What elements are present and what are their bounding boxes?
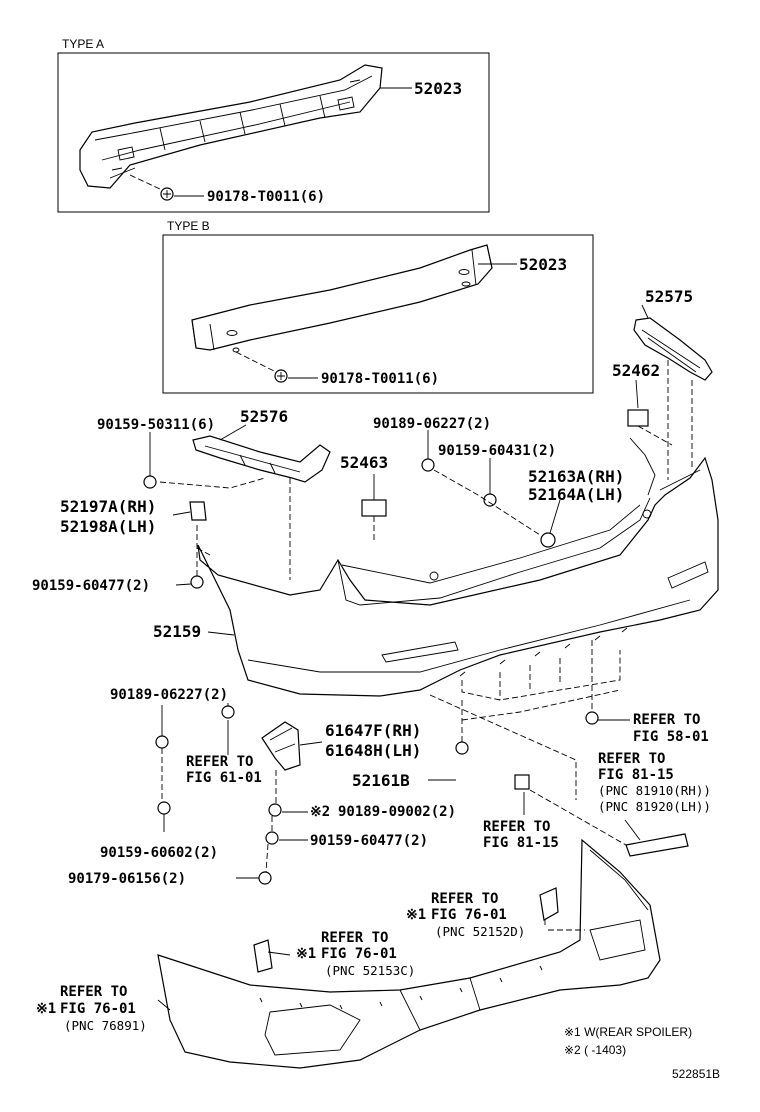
- diagram-id: 522851B: [672, 1067, 720, 1081]
- label-fig-58-01: FIG 58-01: [633, 729, 709, 745]
- label-refer-to-81-low: REFER TO: [483, 819, 550, 835]
- screw-52161b-icon: [455, 741, 469, 755]
- label-pnc-81910: (PNC 81910(RH)): [598, 783, 711, 798]
- type-a-label: TYPE A: [62, 37, 104, 51]
- type-b-reinforcement-drawing: [191, 244, 493, 353]
- type-b-section: TYPE B 52023 90178-T0011(6): [162, 219, 594, 394]
- type-b-frame: [162, 234, 594, 394]
- label-90159-60477-left: 90159-60477(2): [32, 578, 150, 594]
- label-90189-06227-top: 90189-06227(2): [373, 416, 491, 432]
- screw-90159-50311-icon: [143, 475, 157, 489]
- label-90189-09002: 90189-09002(2): [338, 804, 456, 820]
- label-52576: 52576: [240, 407, 288, 426]
- label-52198a-lh: 52198A(LH): [60, 517, 156, 536]
- plug-52163a-icon: [540, 532, 556, 548]
- label-fig-81-15-low: FIG 81-15: [483, 835, 559, 851]
- label-fig-76-01-e: FIG 76-01: [431, 907, 507, 923]
- label-90179-06156: 90179-06156(2): [68, 871, 186, 887]
- label-mark1-f: ※1: [296, 946, 316, 962]
- clip-52153c-drawing: [253, 939, 273, 973]
- retainer-52197a-icon: [189, 501, 207, 521]
- nut-refer-81-15-icon: [514, 774, 530, 790]
- label-pnc-52152d: (PNC 52152D): [435, 924, 525, 939]
- bracket-61647f-drawing: [261, 721, 301, 771]
- label-90159-50311: 90159-50311(6): [97, 417, 215, 433]
- label-52023-type-a: 52023: [414, 79, 462, 98]
- label-mark1-g: ※1: [36, 1001, 56, 1017]
- type-a-frame: [57, 52, 490, 213]
- label-pnc-76891: (PNC 76891): [64, 1018, 147, 1033]
- screw-90159-60602-icon: [157, 801, 171, 815]
- label-mark2: ※2: [310, 804, 330, 820]
- label-fig-61-01: FIG 61-01: [186, 770, 262, 786]
- label-90178-t0011-type-a: 90178-T0011(6): [207, 189, 325, 205]
- assembly-dash-lines: [159, 360, 693, 931]
- label-52163a-rh: 52163A(RH): [528, 467, 624, 486]
- note-2: ※2 ( -1403): [564, 1043, 626, 1057]
- pad-52462-icon: [627, 409, 649, 427]
- label-refer-to-58: REFER TO: [633, 712, 700, 728]
- label-90178-t0011-type-b: 90178-T0011(6): [321, 371, 439, 387]
- label-fig-76-01-g: FIG 76-01: [60, 1001, 136, 1017]
- pad-52463-icon: [361, 499, 387, 517]
- leader-lines: [149, 304, 649, 1011]
- label-52462: 52462: [612, 361, 660, 380]
- label-52575: 52575: [645, 287, 693, 306]
- label-refer-to-76-f: REFER TO: [321, 930, 388, 946]
- label-52164a-lh: 52164A(LH): [528, 485, 624, 504]
- clip-90189-06227-low-icon: [221, 705, 235, 719]
- bracket-52576-drawing: [192, 435, 331, 483]
- note-1: ※1 W(REAR SPOILER): [564, 1025, 692, 1039]
- type-a-reinforcement-drawing: [79, 64, 383, 189]
- label-52197a-rh: 52197A(RH): [60, 497, 156, 516]
- label-refer-to-76-e: REFER TO: [431, 891, 498, 907]
- label-52023-type-b: 52023: [519, 255, 567, 274]
- label-90159-60431: 90159-60431(2): [438, 443, 556, 459]
- clip-90189-06227-top-icon: [421, 458, 435, 472]
- type-b-label: TYPE B: [167, 219, 210, 233]
- label-refer-to-76-g: REFER TO: [60, 984, 127, 1000]
- clip-52152d-drawing: [539, 887, 559, 921]
- label-52159: 52159: [153, 622, 201, 641]
- label-mark1-e: ※1: [406, 907, 426, 923]
- screw-90159-60477-left-icon: [190, 575, 204, 589]
- bracket-52575-drawing: [633, 317, 713, 381]
- rear-spoiler-drawing: [157, 838, 661, 1069]
- rear-bumper-cover-drawing: [197, 437, 719, 697]
- type-a-section: TYPE A 52023 90178-T0011(6): [57, 37, 490, 213]
- label-90159-60602: 90159-60602(2): [100, 845, 218, 861]
- label-52463: 52463: [340, 453, 388, 472]
- clip-90189-06227-left-icon: [155, 735, 169, 749]
- nut-90189-09002-icon: [268, 803, 282, 817]
- label-90159-60477-low: 90159-60477(2): [310, 833, 428, 849]
- screw-90159-60477-low-icon: [265, 831, 279, 845]
- label-fig-76-01-f: FIG 76-01: [321, 946, 397, 962]
- label-fig-81-15-top: FIG 81-15: [598, 767, 674, 783]
- label-61648h-lh: 61648H(LH): [325, 741, 421, 760]
- screw-refer-58-01-icon: [585, 711, 599, 725]
- label-refer-to-61: REFER TO: [186, 754, 253, 770]
- label-pnc-52153c: (PNC 52153C): [325, 963, 415, 978]
- reflector-81910-drawing: [625, 833, 689, 857]
- label-refer-to-81-top: REFER TO: [598, 751, 665, 767]
- nut-90179-06156-icon: [258, 871, 272, 885]
- label-61647f-rh: 61647F(RH): [325, 721, 421, 740]
- label-pnc-81920: (PNC 81920(LH)): [598, 799, 711, 814]
- label-90189-06227-low: 90189-06227(2): [110, 687, 228, 703]
- label-52161b: 52161B: [352, 771, 410, 790]
